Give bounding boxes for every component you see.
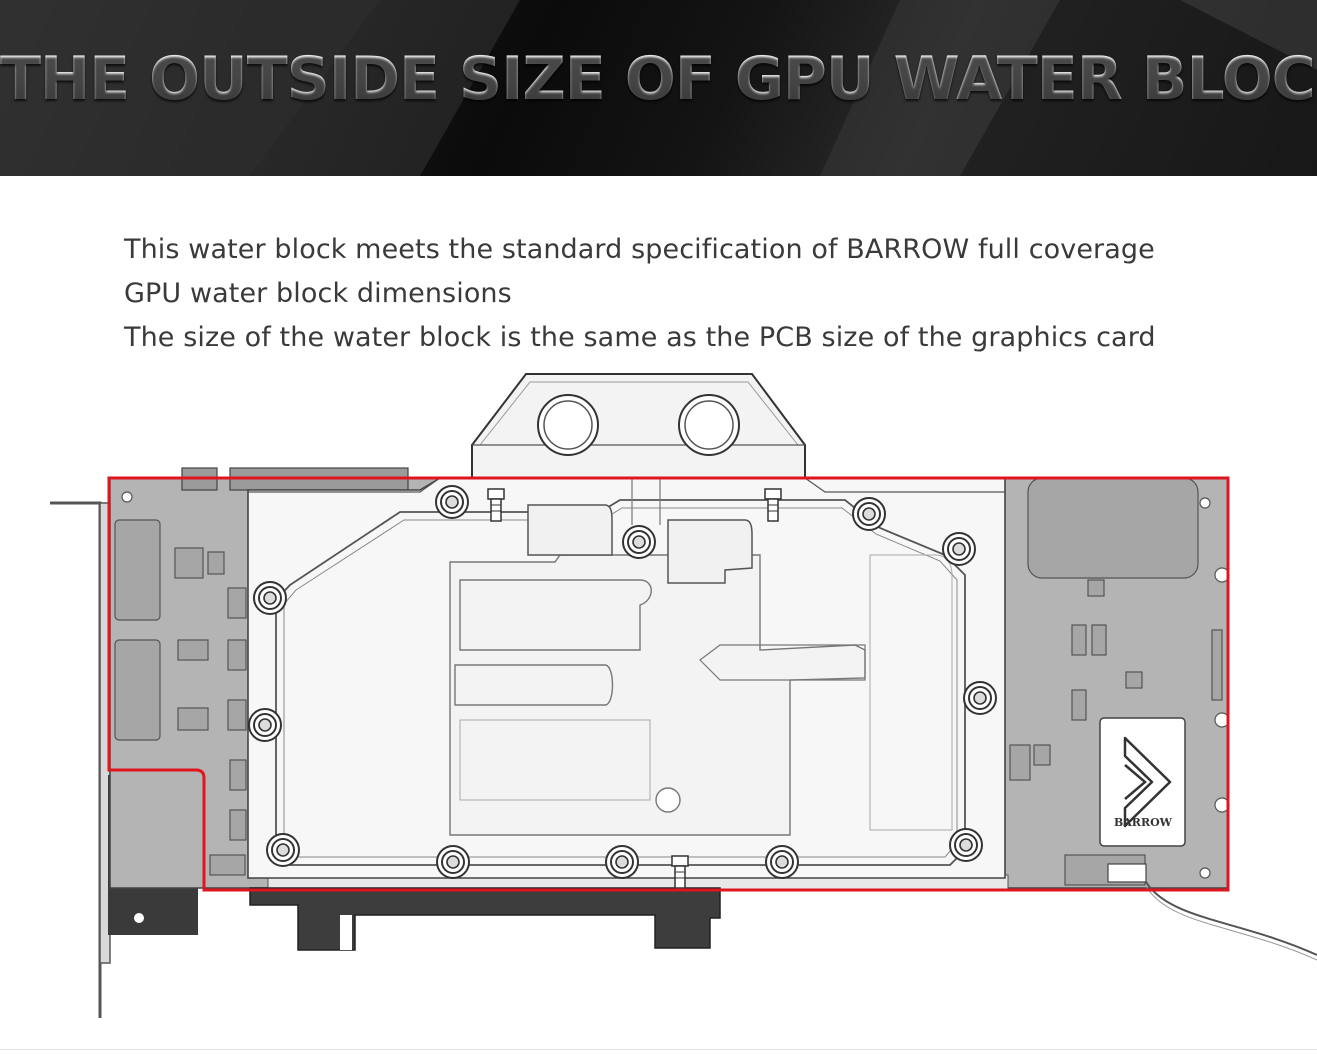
description-line-1: This water block meets the standard spec… (124, 234, 1155, 265)
page-title: THE OUTSIDE SIZE OF GPU WATER BLOCK (0, 44, 1317, 114)
outside-size-outline (107, 476, 1230, 892)
gpu-water-block-diagram: BARROW (50, 373, 1317, 1018)
description-line-2: GPU water block dimensions (124, 278, 512, 309)
pcie-connector (249, 887, 721, 951)
description: This water block meets the standard spec… (124, 228, 1244, 360)
cable (1107, 863, 1317, 961)
bottom-divider (0, 1049, 1317, 1050)
description-line-3: The size of the water block is the same … (124, 322, 1156, 353)
header-banner: THE OUTSIDE SIZE OF GPU WATER BLOCK (0, 0, 1317, 176)
brand-label: BARROW (1114, 816, 1173, 829)
barrow-logo-plate: BARROW (1099, 717, 1186, 847)
banner-background (0, 0, 1317, 176)
